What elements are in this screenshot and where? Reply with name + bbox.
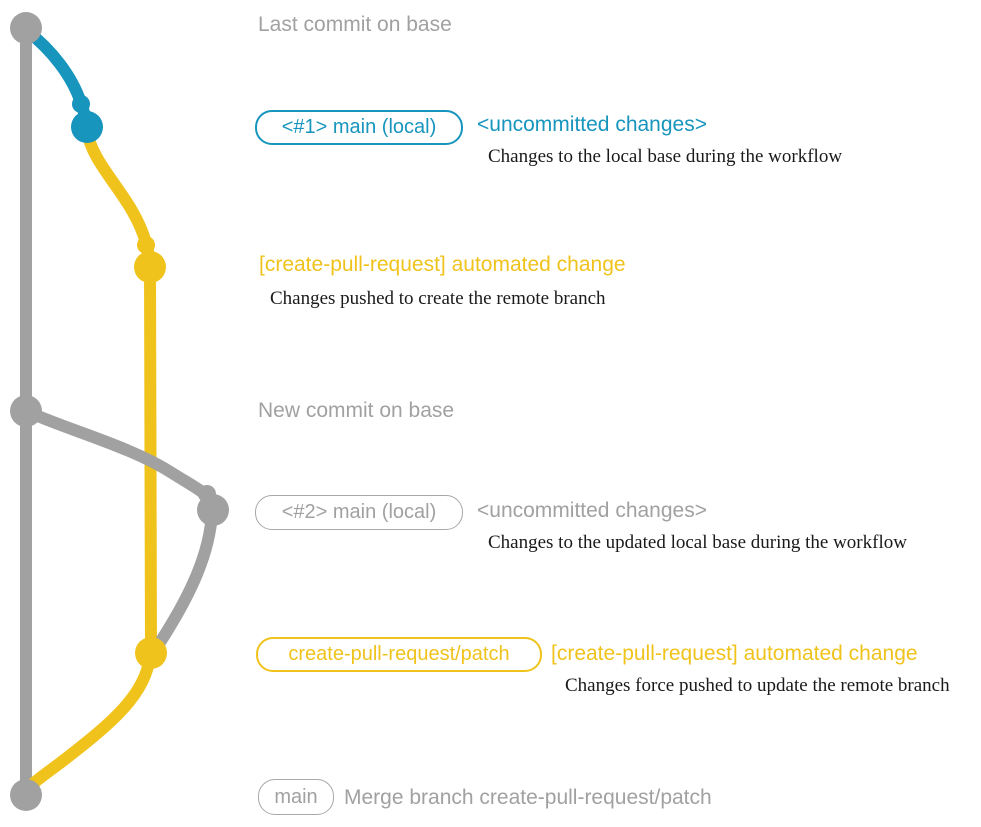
uncommitted-changes-2-heading: <uncommitted changes> [477,499,707,522]
automated-change-1-desc: Changes pushed to create the remote bran… [270,288,606,309]
base-to-local2-curve [20,405,217,509]
uncommitted-changes-1-heading: <uncommitted changes> [477,113,707,136]
commit-dot-base-tip [10,12,42,44]
local1-curve-joint [72,95,90,113]
badge-main-local-1-label: <#1> main (local) [281,116,437,138]
badge-main: main [258,779,334,815]
badge-main-label: main [274,785,318,808]
commit-dot-patch2 [135,637,167,669]
uncommitted-changes-1-desc: Changes to the local base during the wor… [488,146,843,167]
merge-branch-heading: Merge branch create-pull-request/patch [344,786,712,809]
commit-dot-patch1 [134,251,166,283]
patch-to-merge-curve [21,650,156,795]
patch-curve-joint [137,236,155,254]
badge-create-pull-request-patch-label: create-pull-request/patch [288,643,510,665]
new-commit-title: New commit on base [258,399,455,422]
commit-dot-local1 [71,111,103,143]
commit-dot-base-new [10,395,42,427]
commit-dot-local2 [197,494,229,526]
automated-change-2-desc: Changes force pushed to update the remot… [565,675,950,696]
commit-dot-merge [10,779,42,811]
last-commit-title: Last commit on base [258,13,452,36]
automated-change-2-heading: [create-pull-request] automated change [551,642,918,665]
badge-main-local-2: <#2> main (local) [255,495,463,530]
automated-change-1-heading: [create-pull-request] automated change [259,253,626,276]
uncommitted-changes-2-desc: Changes to the updated local base during… [488,532,907,553]
local2-to-patch-curve [153,506,218,650]
badge-main-local-2-label: <#2> main (local) [281,501,437,523]
badge-main-local-1: <#1> main (local) [255,110,463,145]
badge-create-pull-request-patch: create-pull-request/patch [256,637,542,672]
